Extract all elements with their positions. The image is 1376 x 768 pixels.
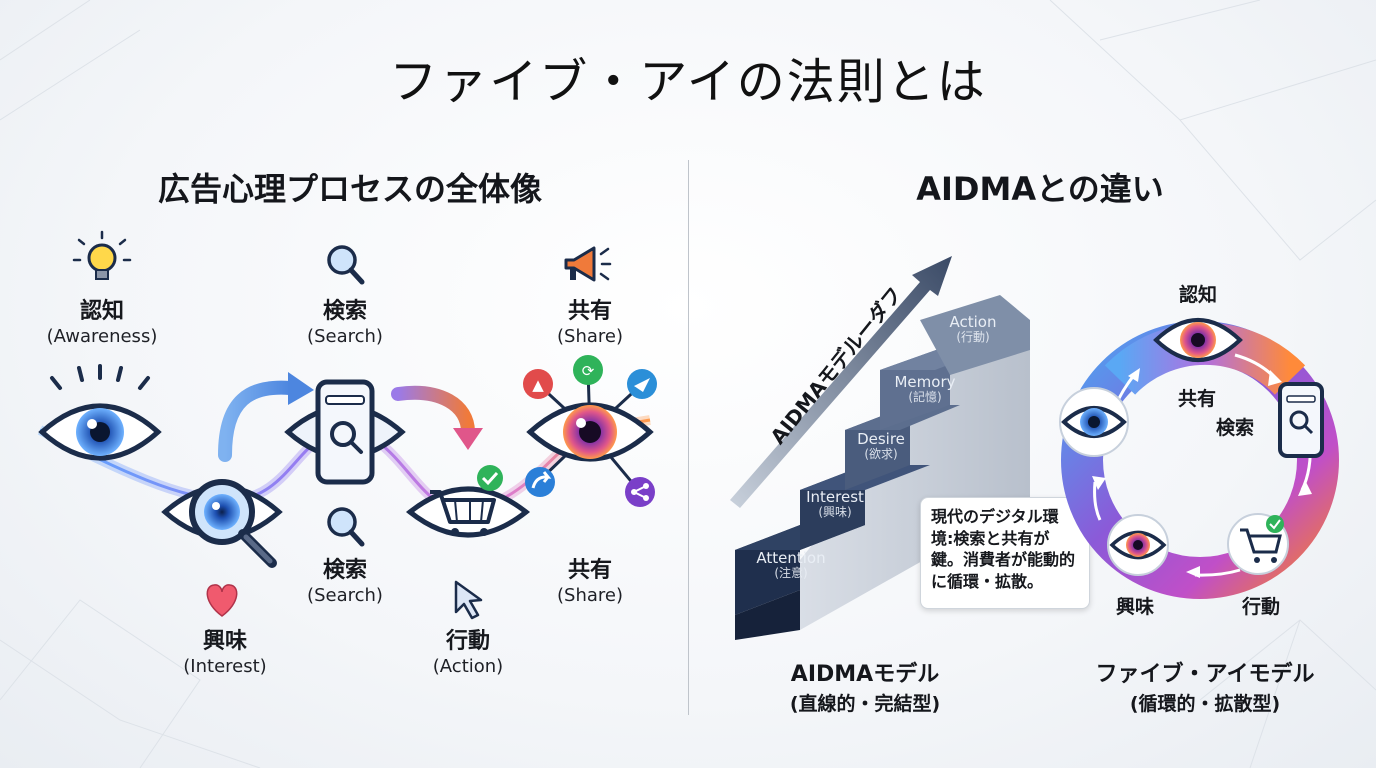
left-heading: 広告心理プロセスの全体像 [157,170,542,208]
share-top-label: 共有(Share) [557,299,623,347]
aidma-staircase [730,256,1030,640]
magnifier-icon [327,245,365,285]
cycle-action-cart-icon [1227,513,1289,575]
awareness-label: 認知(Awareness) [46,299,158,347]
forward-icon [525,467,555,497]
cycle-bottom-eye-icon [1107,514,1169,576]
flow-arrow-2 [391,385,475,439]
action-label: 行動(Action) [432,629,504,677]
cycle-action-label: 行動 [1242,596,1281,618]
magnifier-icon-2 [327,507,365,547]
svg-text:▲: ▲ [532,376,544,394]
cycle-search-label: 検索 [1216,417,1255,439]
awareness-eye-icon [38,364,162,461]
lightbulb-icon [72,230,132,280]
flow-arrow-1 [218,380,297,462]
heart-icon [206,584,238,617]
page-title: ファイブ・アイの法則とは [389,54,987,110]
cursor-icon [454,580,483,620]
center-divider [688,160,689,715]
interest-label: 興味(Interest) [183,629,267,677]
aidma-arrow [730,256,952,508]
step-action: Action(行動) [949,313,997,345]
share-eye-icon: ▲ ⟳ [523,355,657,507]
cycle-share-label: 共有 [1178,388,1217,410]
action-eye-cart-icon [405,465,531,538]
cycle-interest-label: 興味 [1116,596,1155,618]
cycle-interest-eye-icon [1059,387,1129,457]
step-desire: Desire(欲求) [857,430,905,462]
cycle-awareness-label: 認知 [1179,284,1218,306]
interest-eye-icon [161,479,283,568]
cycle-search-phone-icon [1278,382,1324,458]
search-bottom-label: 検索(Search) [307,558,383,606]
step-memory: Memory(記憶) [894,373,956,405]
five-eye-model-caption: ファイブ・アイモデル(循環的・拡散型) [1095,662,1315,715]
aidma-model-caption: AIDMAモデル(直線的・完結型) [789,662,941,715]
search-eye-phone-icon [284,379,406,485]
step-attention: Attention(注意) [756,549,826,581]
megaphone-icon [564,246,612,282]
right-heading: AIDMAとの違い [916,170,1164,208]
search-top-label: 検索(Search) [307,299,383,347]
share-icon [625,477,655,507]
five-eye-cycle [1059,318,1339,599]
retweet-icon [573,355,603,385]
like-icon [523,369,553,399]
process-diagram: ▲ ⟳ [37,230,657,620]
svg-text:⟳: ⟳ [582,362,595,380]
callout-box: 現代のデジタル環境:検索と共有が鍵。消費者が能動的に循環・拡散。 [920,497,1090,609]
share-bottom-label: 共有(Share) [557,558,623,606]
step-interest: Interest(興味) [806,488,864,520]
cycle-awareness-eye-icon [1153,318,1243,362]
